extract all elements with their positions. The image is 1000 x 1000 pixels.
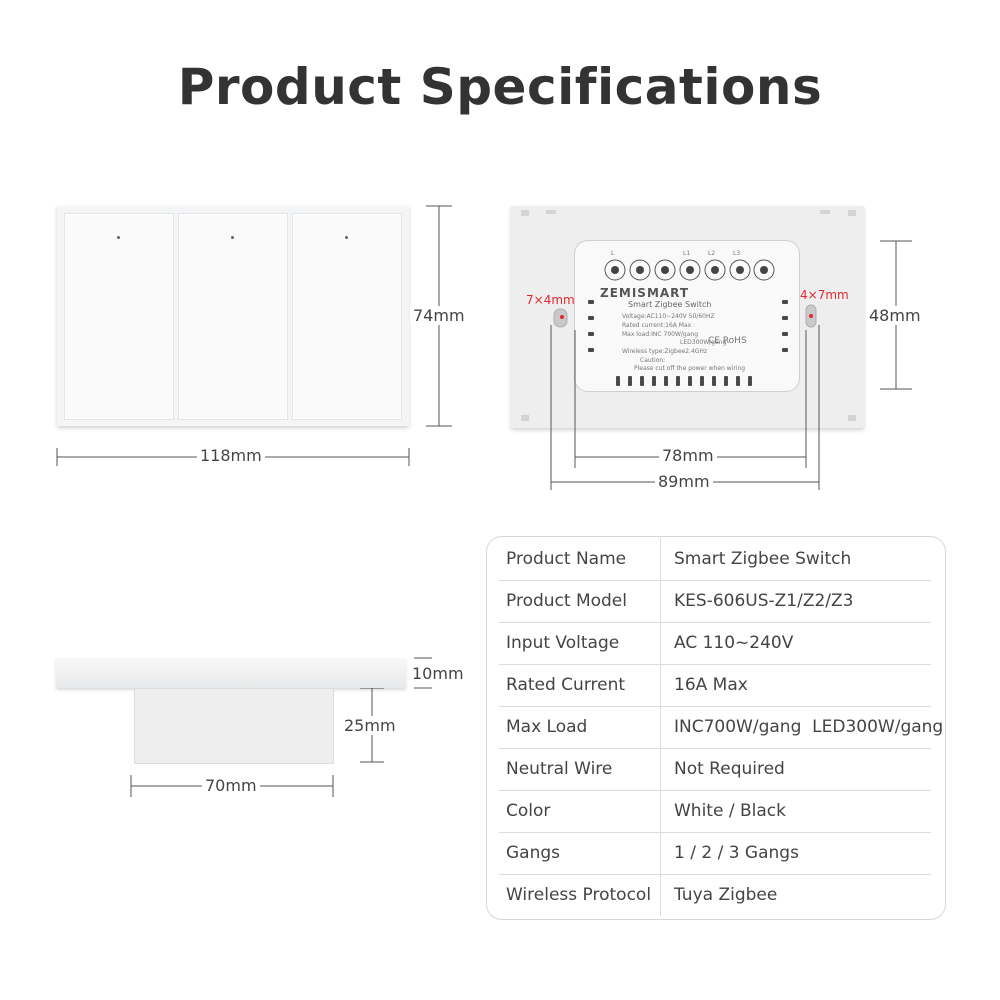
spec-value: Not Required: [674, 759, 785, 779]
spec-value: Smart Zigbee Switch: [674, 549, 852, 569]
rocker-button-3: [292, 213, 402, 420]
spec-row-max-load: Max Load INC700W/gang LED300W/gang: [499, 706, 943, 749]
spec-row-product-model: Product Model KES-606US-Z1/Z2/Z3: [499, 580, 931, 623]
dim-front-height: 74mm: [410, 306, 468, 325]
module-spec-line: Please cut off the power when wiring: [634, 365, 746, 372]
spec-table: [486, 536, 946, 920]
page-title: Product Specifications: [177, 58, 823, 116]
module-spec-line: Wireless type:Zigbee2.4GHz: [622, 348, 708, 355]
terminal-label: L2: [708, 250, 716, 257]
spec-label: Max Load: [506, 717, 588, 737]
spec-table-divider: [660, 538, 661, 916]
module-subtitle: Smart Zigbee Switch: [628, 300, 712, 309]
module-spec-line: Max load:INC 700W/gang: [622, 331, 699, 338]
dim-back-inner-width: 78mm: [659, 446, 717, 465]
terminal-label: L3: [733, 250, 741, 257]
switch-front-view: [57, 206, 409, 426]
spec-row-input-voltage: Input Voltage AC 110~240V: [499, 622, 931, 665]
module-brand: ZEMISMART: [600, 286, 690, 300]
spec-value: White / Black: [674, 801, 786, 821]
switch-side-box: [134, 688, 334, 764]
spec-label: Wireless Protocol: [506, 885, 652, 905]
spec-label: Product Model: [506, 591, 627, 611]
indicator-dot: [231, 236, 234, 239]
dim-hole-left: 7×4mm: [526, 293, 575, 307]
dim-plate-thickness: 10mm: [409, 664, 467, 683]
dim-front-width: 118mm: [197, 446, 265, 465]
rocker-button-1: [64, 213, 174, 420]
rocker-button-2: [178, 213, 288, 420]
spec-label: Product Name: [506, 549, 627, 569]
spec-row-gangs: Gangs 1 / 2 / 3 Gangs: [499, 832, 931, 875]
spec-value: 1 / 2 / 3 Gangs: [674, 843, 799, 863]
spec-row-wireless-protocol: Wireless Protocol Tuya Zigbee: [499, 874, 931, 916]
spec-row-product-name: Product Name Smart Zigbee Switch: [499, 538, 931, 581]
indicator-dot: [117, 236, 120, 239]
module-spec-line: Rated current:16A Max: [622, 322, 692, 329]
spec-label: Rated Current: [506, 675, 626, 695]
spec-value: AC 110~240V: [674, 633, 794, 653]
spec-row-neutral-wire: Neutral Wire Not Required: [499, 748, 931, 791]
spec-value: Tuya Zigbee: [674, 885, 778, 905]
module-spec-line: Voltage:AC110~240V 50/60HZ: [622, 313, 715, 320]
spec-label: Color: [506, 801, 551, 821]
certification-marks: CE RoHS: [708, 336, 747, 346]
spec-row-color: Color White / Black: [499, 790, 931, 833]
indicator-dot: [345, 236, 348, 239]
spec-label: Gangs: [506, 843, 561, 863]
spec-row-rated-current: Rated Current 16A Max: [499, 664, 931, 707]
spec-label: Neutral Wire: [506, 759, 613, 779]
dim-back-outer-width: 89mm: [655, 472, 713, 491]
module-spec-line: LED300W/gang: [680, 339, 727, 346]
dim-back-height: 48mm: [866, 306, 924, 325]
spec-label: Input Voltage: [506, 633, 620, 653]
module-spec-line: Caution:: [640, 357, 666, 364]
switch-side-plate: [56, 658, 406, 688]
spec-value: INC700W/gang LED300W/gang: [674, 717, 944, 737]
dim-hole-right: 4×7mm: [800, 288, 849, 302]
terminal-label: L: [611, 250, 615, 257]
spec-value: KES-606US-Z1/Z2/Z3: [674, 591, 854, 611]
dim-box-depth: 25mm: [341, 716, 399, 735]
terminal-label: L1: [683, 250, 691, 257]
spec-value: 16A Max: [674, 675, 748, 695]
dim-box-width: 70mm: [202, 776, 260, 795]
